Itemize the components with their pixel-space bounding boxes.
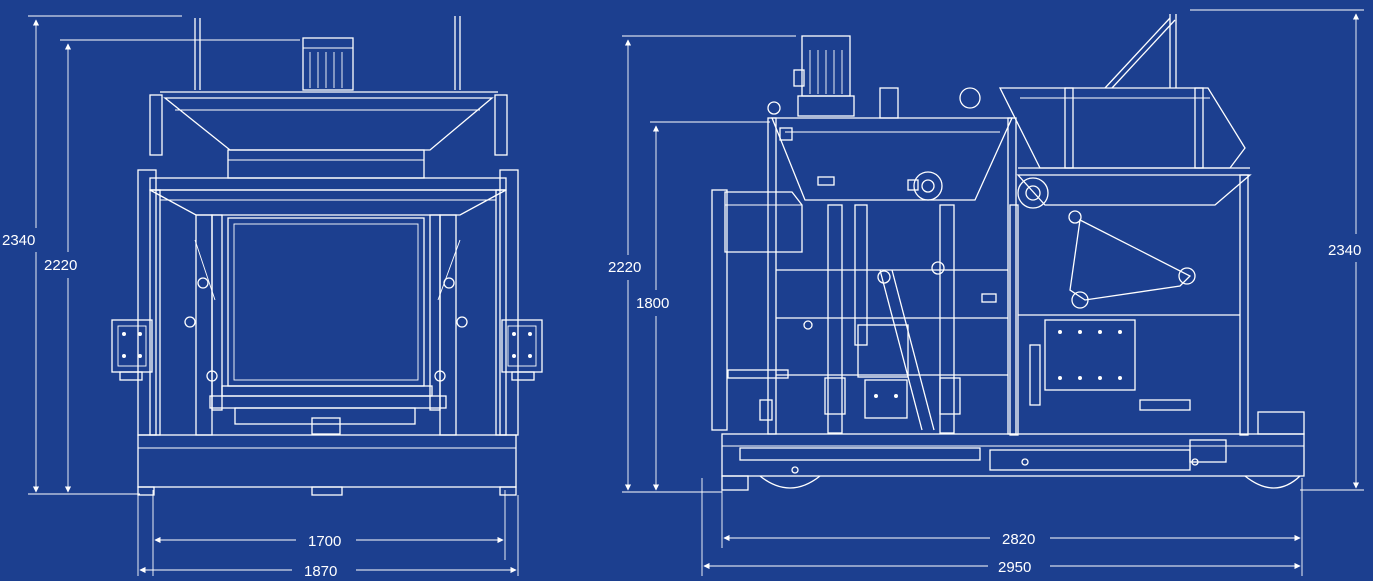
dim-front-width-inner: 1700	[308, 533, 341, 550]
motor-icon	[793, 35, 855, 117]
feed-hopper	[998, 14, 1252, 436]
side-hopper	[771, 117, 1014, 201]
vibrator-right	[501, 319, 543, 381]
dim-side-height-total: 2340	[1328, 242, 1361, 259]
dim-side-height-inner: 1800	[636, 295, 669, 312]
dim-front-height-total: 2340	[2, 232, 35, 249]
side-main-frame	[727, 117, 1017, 435]
motor-icon	[302, 37, 354, 91]
dim-side-length-total: 2950	[998, 559, 1031, 576]
front-view: 2340 2220 1700 1870	[2, 15, 543, 580]
side-view: 2220 1800 2340 2820 2950	[608, 9, 1364, 576]
mould-box	[209, 217, 447, 409]
base-frame	[137, 434, 517, 496]
dim-side-height-frame: 2220	[608, 259, 641, 276]
dim-side-length-inner: 2820	[1002, 531, 1035, 548]
front-dimensions: 2340 2220 1700 1870	[2, 15, 519, 580]
dim-front-height-frame: 2220	[44, 257, 77, 274]
control-box	[711, 189, 803, 431]
hopper	[149, 91, 508, 179]
side-dimensions: 2220 1800 2340 2820 2950	[608, 9, 1364, 576]
side-base-frame	[721, 411, 1305, 491]
vibrator-left	[111, 319, 153, 381]
frame-posts	[137, 169, 519, 436]
dim-front-width-total: 1870	[304, 563, 337, 576]
